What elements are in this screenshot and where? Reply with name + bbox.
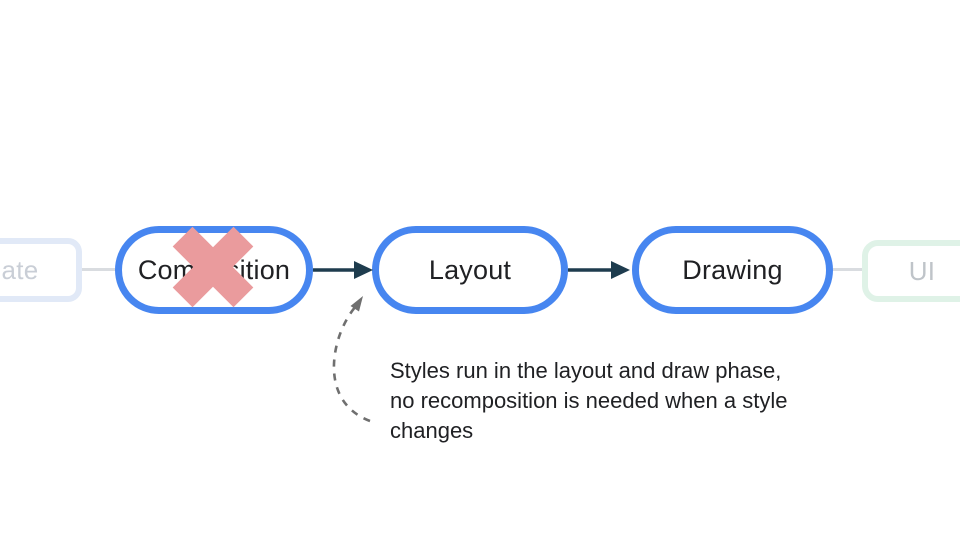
node-ui-label: UI [908, 255, 936, 286]
node-drawing: Drawing [632, 226, 833, 314]
flow-arrow-layout-drawing-icon [568, 261, 630, 279]
dashed-annotation-arrow-icon [332, 296, 371, 423]
annotation-text: Styles run in the layout and draw phase,… [390, 356, 787, 446]
annotation-line-1: Styles run in the layout and draw phase, [390, 358, 782, 383]
node-drawing-label: Drawing [682, 254, 783, 285]
x-mark-icon [170, 224, 256, 310]
node-layout: Layout [372, 226, 568, 314]
flow-arrow-composition-layout-icon [313, 261, 373, 279]
node-state-partial: ate [0, 238, 82, 302]
node-state-label: ate [1, 254, 39, 285]
node-layout-label: Layout [428, 254, 512, 285]
connector-drawing-ui [833, 268, 862, 271]
annotation-line-3: changes [390, 418, 474, 443]
annotation-line-2: no recomposition is needed when a style [390, 388, 788, 413]
connector-state-composition [82, 268, 115, 271]
node-ui-partial: UI [862, 240, 960, 302]
